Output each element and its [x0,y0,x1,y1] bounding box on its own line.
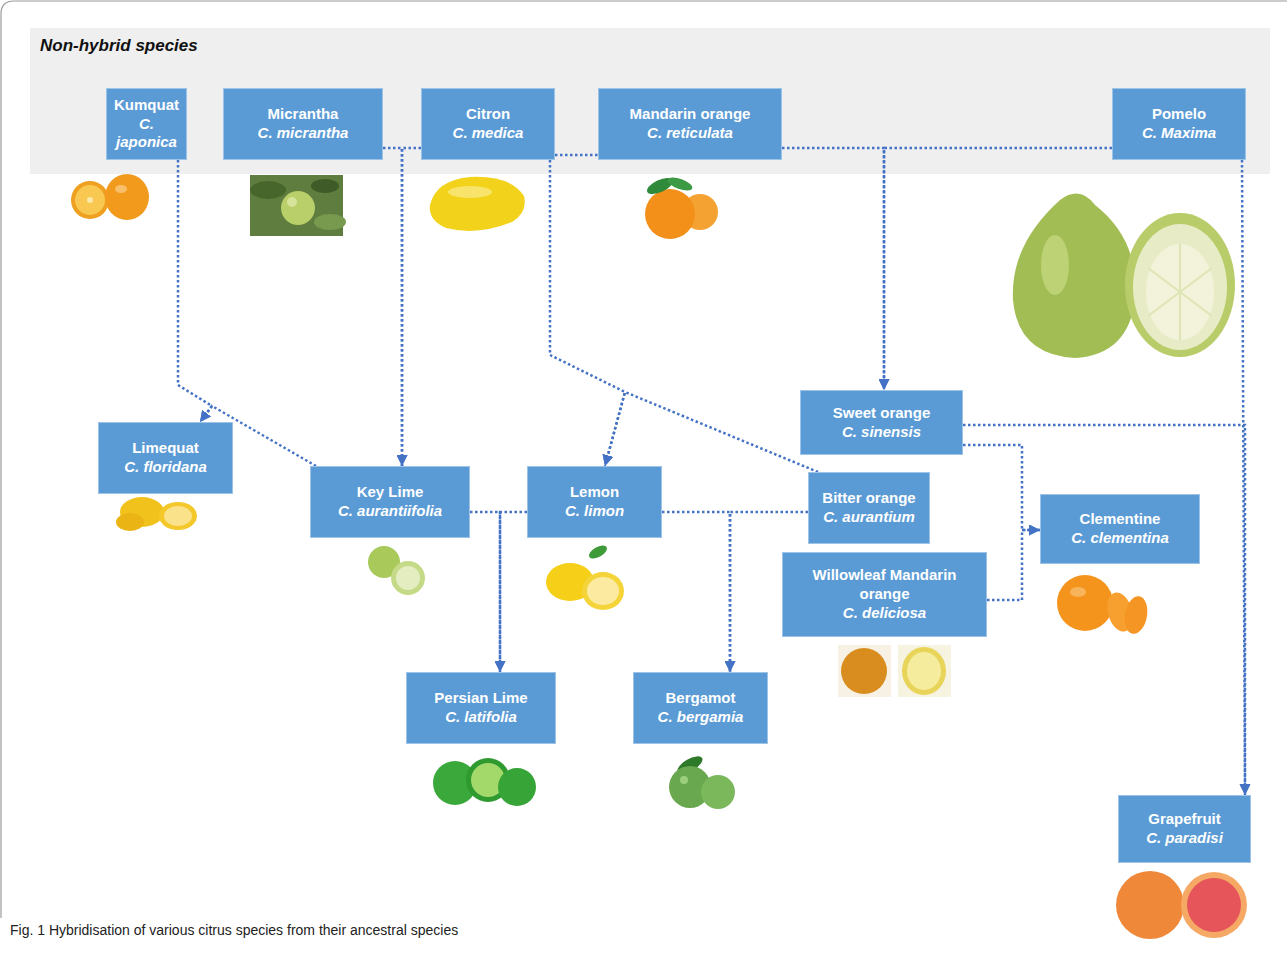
clementine-picture [1057,575,1150,636]
lemon-picture [546,543,624,610]
common-name: Clementine [1047,510,1193,529]
common-name: Mandarin orange [605,105,775,124]
limequat-picture [116,497,197,531]
hybrid-connector [555,154,598,157]
common-name: Willowleaf Mandarin orange [789,566,980,604]
species-name: C. latifolia [413,708,549,727]
species-name: C. aurantiifolia [317,502,463,521]
hybrid-connector [470,512,500,672]
kumquat-picture [71,174,149,220]
non-hybrid-band: Non-hybrid speciesKumquatC. japonica Micr… [30,28,1270,174]
common-name: Lemon [534,483,655,502]
species-box: LimequatC. floridana [98,422,233,494]
figure-frame [1,1,1287,918]
band-fill [30,28,1270,174]
mandarin-picture [645,175,718,239]
persian-lime-picture [433,758,536,806]
hybrid-connector [987,530,1040,600]
species-name: C. Maxima [1119,124,1239,143]
figure-caption: Fig. 1 Hybridisation of various citrus s… [10,922,458,938]
species-name: C. reticulata [605,124,775,143]
hybrid-connector [383,148,402,466]
hybrid-connector [402,148,421,466]
species-box: BergamotC. bergamia [633,672,768,744]
willowleaf-picture [838,645,951,697]
common-name: Grapefruit [1125,810,1244,829]
hybrid-connector [662,512,730,672]
species-box: ClementineC. clementina [1040,494,1200,564]
species-name: C. clementina [1047,529,1193,548]
species-name: C. bergamia [640,708,761,727]
species-box: GrapefruitC. paradisi [1118,795,1251,863]
bergamot-picture [669,753,735,809]
hybrid-connector [500,512,527,672]
species-name: C. limon [534,502,655,521]
species-box: PomeloC. Maxima [1112,88,1246,160]
species-box: Persian LimeC. latifolia [406,672,556,744]
hybrid-connector [178,160,212,422]
hybrid-connector [884,148,1112,390]
band-title: Non-hybrid species [30,28,208,64]
citron-picture [430,177,525,231]
species-box: CitronC. medica [421,88,555,160]
common-name: Micrantha [230,105,376,124]
pomelo-picture [1013,194,1235,358]
species-box: Willowleaf Mandarin orangeC. deliciosa [782,552,987,637]
common-name: Limequat [105,439,226,458]
species-name: C. floridana [105,458,226,477]
species-box: Mandarin orangeC. reticulata [598,88,782,160]
hybrid-connector [550,160,625,466]
common-name: Bitter orange [815,489,923,508]
grapefruit-picture [1116,871,1247,939]
species-box: LemonC. limon [527,466,662,538]
species-name: C. aurantium [815,508,923,527]
key-lime-picture [368,546,425,595]
common-name: Kumquat [113,96,180,115]
species-box: Bitter orangeC. aurantium [808,472,930,544]
common-name: Citron [428,105,548,124]
species-name: C. sinensis [807,423,956,442]
species-box: MicranthaC. micrantha [223,88,383,160]
species-box: Sweet orangeC. sinensis [800,390,963,455]
common-name: Bergamot [640,689,761,708]
common-name: Pomelo [1119,105,1239,124]
hybrid-connector [605,392,818,472]
hybrid-connector [963,425,1245,795]
species-box: Key LimeC. aurantiifolia [310,466,470,538]
common-name: Key Lime [317,483,463,502]
hybrid-connector [963,445,1040,530]
species-name: C. deliciosa [789,604,980,623]
micrantha-picture [250,175,346,236]
species-name: C. medica [428,124,548,143]
common-name: Persian Lime [413,689,549,708]
species-name: C. micrantha [230,124,376,143]
species-name: C. japonica [113,115,180,153]
common-name: Sweet orange [807,404,956,423]
species-name: C. paradisi [1125,829,1244,848]
hybrid-connector [782,148,884,390]
species-box: KumquatC. japonica [106,88,187,160]
